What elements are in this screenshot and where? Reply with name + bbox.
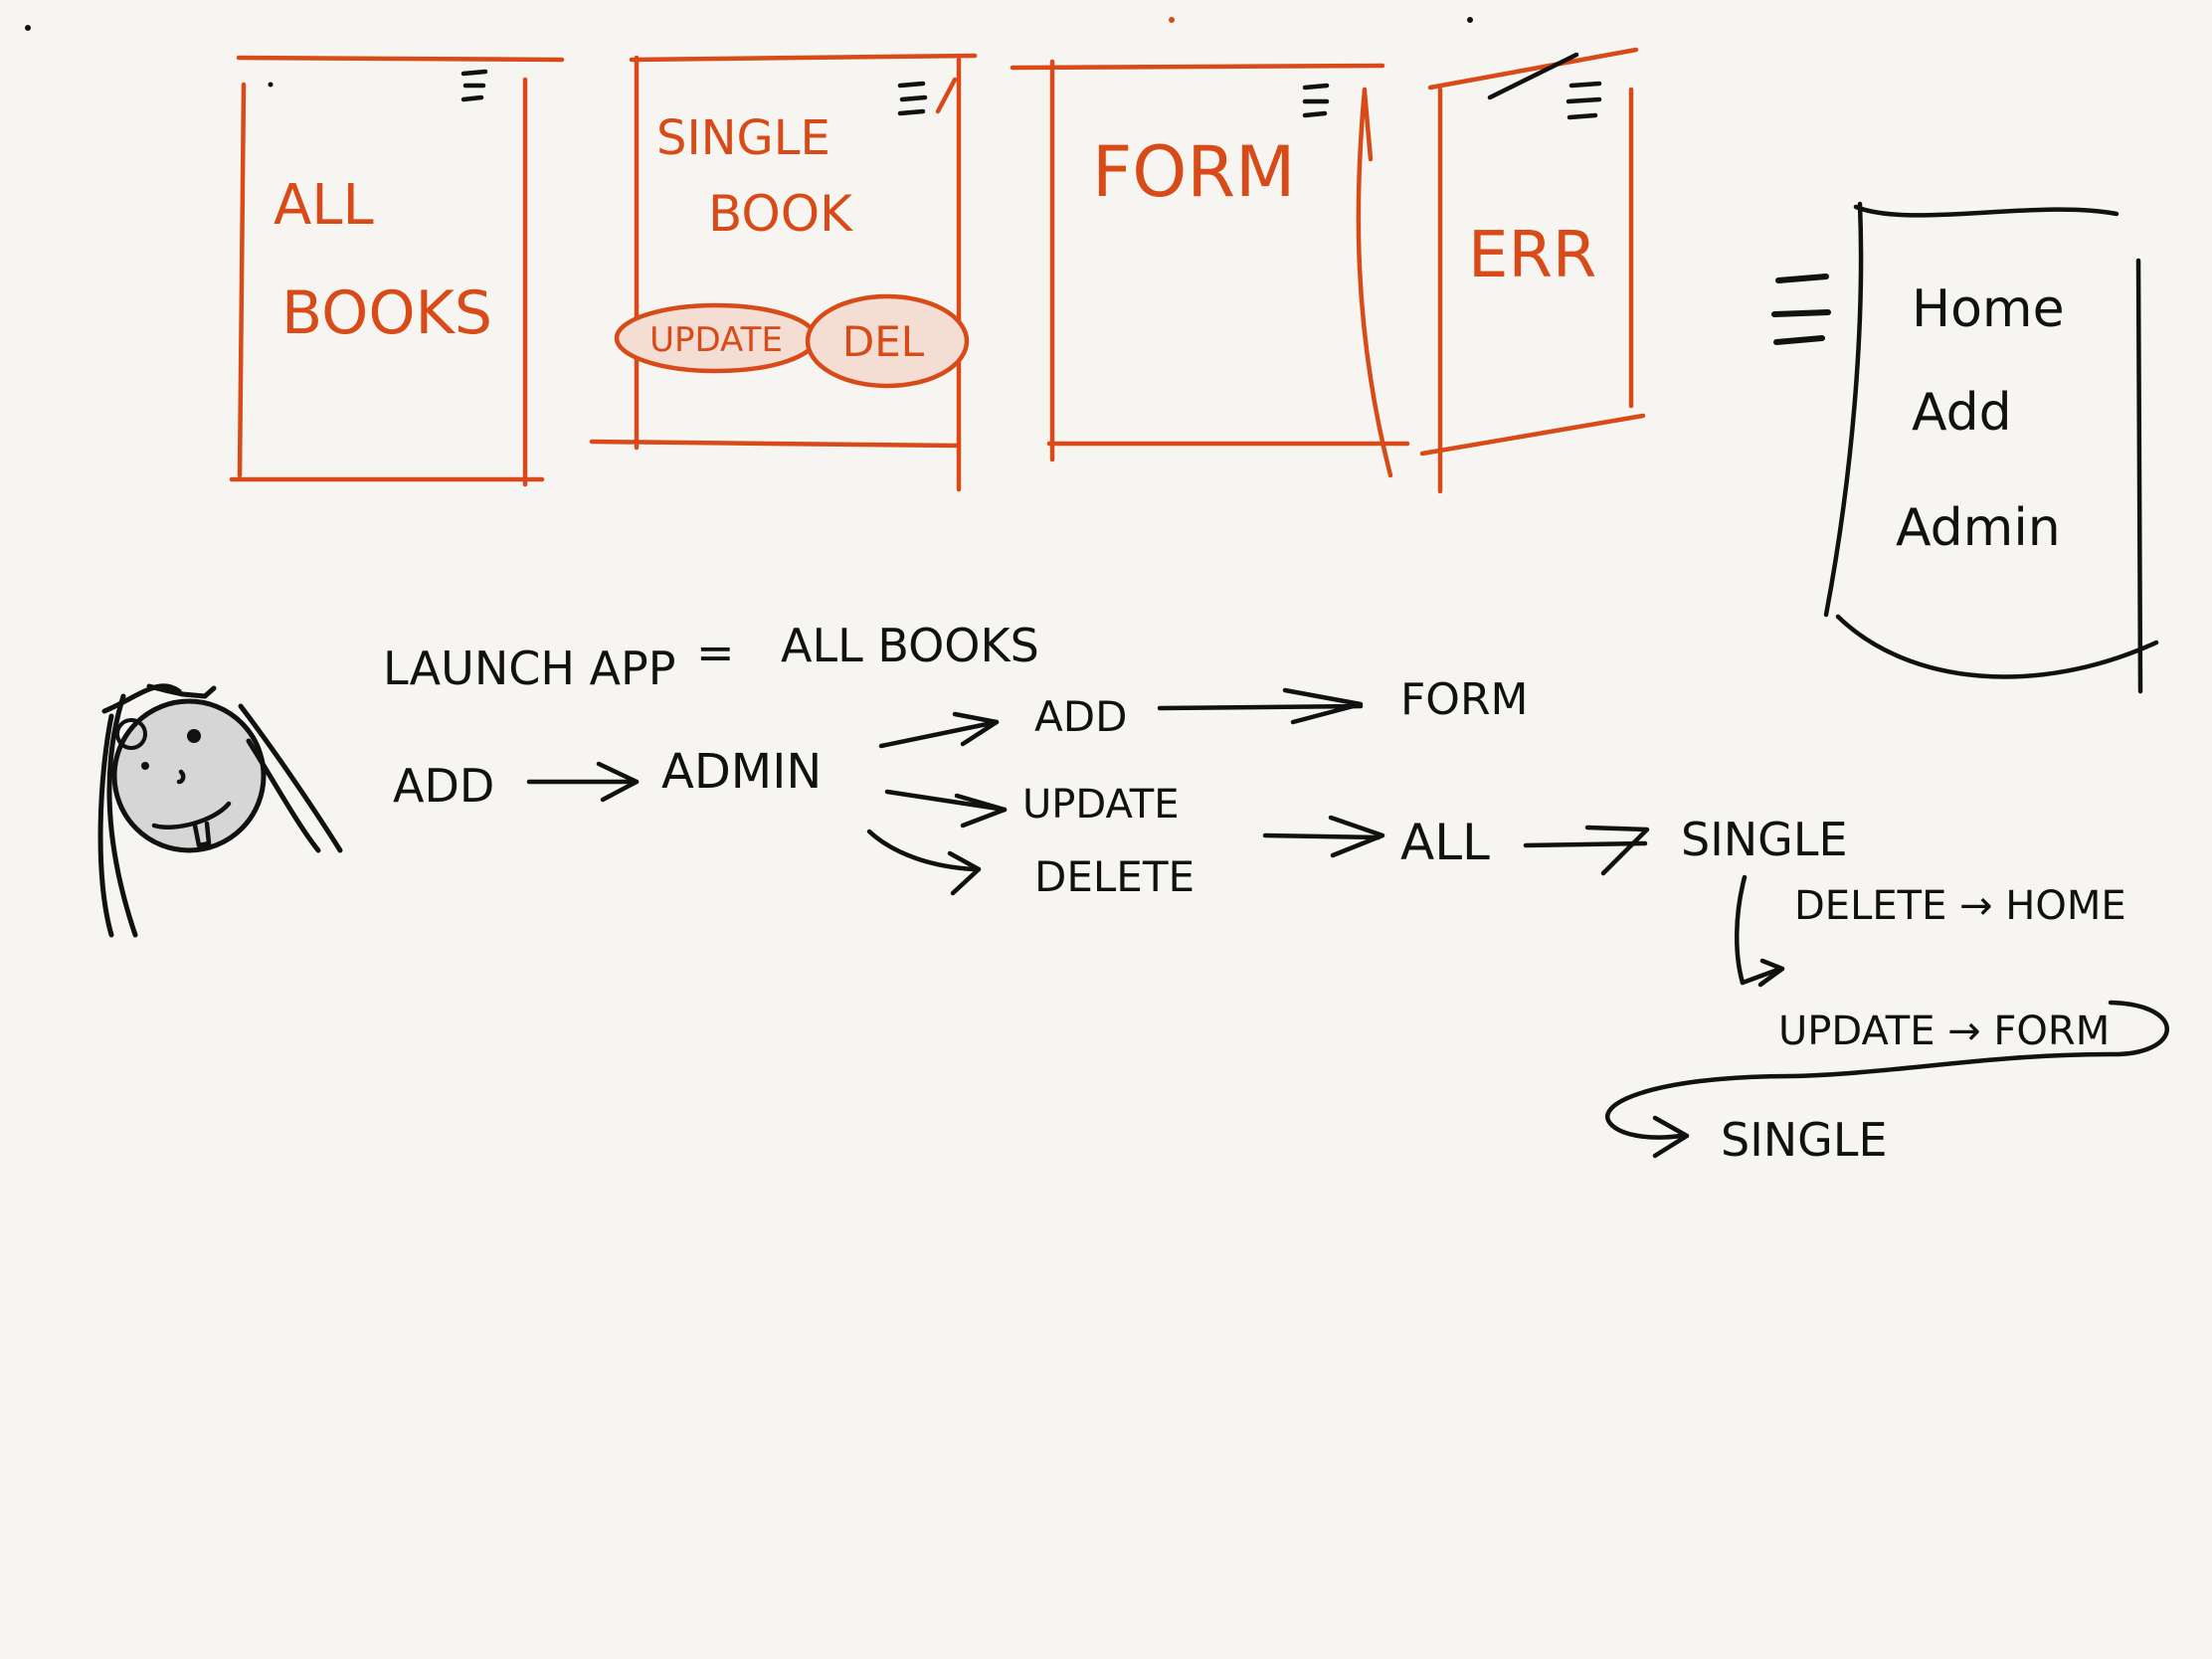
delete-button-label: DEL bbox=[842, 317, 925, 366]
flow-node-add-start: ADD bbox=[393, 759, 494, 813]
wireframe-error: ERR bbox=[1419, 47, 1646, 494]
flow-node-delete: DELETE bbox=[1034, 852, 1195, 901]
wireframe-single-book: SINGLE BOOK UPDATE DEL bbox=[589, 53, 978, 492]
flow-launch-app: LAUNCH APP bbox=[383, 642, 676, 695]
nav-menu-item-home: Home bbox=[1912, 279, 2065, 339]
hamburger-menu-icon bbox=[1302, 83, 1330, 118]
wireframe-title: ERR bbox=[1468, 219, 1596, 292]
flow-all-books: ALL BOOKS bbox=[781, 619, 1039, 672]
arrow-icon bbox=[1523, 825, 1650, 876]
nav-menu-item-add: Add bbox=[1912, 383, 2012, 443]
flow-node-admin: ADMIN bbox=[661, 744, 822, 800]
arrow-icon bbox=[1157, 687, 1364, 725]
flow-node-update: UPDATE bbox=[1022, 782, 1179, 828]
wireframe-all-books: ALL BOOKS bbox=[229, 55, 565, 487]
flow-node-single: SINGLE bbox=[1681, 813, 1848, 866]
flow-node-single-return: SINGLE bbox=[1721, 1113, 1888, 1167]
flow-equals: = bbox=[696, 626, 735, 679]
update-button[interactable]: UPDATE bbox=[614, 302, 819, 374]
nav-menu-sketch: Home Add Admin bbox=[1771, 201, 2159, 694]
wireframe-title-line2: BOOK bbox=[708, 185, 853, 243]
wireframe-title-line1: ALL bbox=[274, 173, 374, 238]
flow-node-all: ALL bbox=[1400, 814, 1490, 871]
delete-button[interactable]: DEL bbox=[805, 293, 970, 389]
flow-node-delete-home: DELETE → HOME bbox=[1794, 883, 2126, 929]
arrow-icon bbox=[526, 761, 640, 803]
hamburger-menu-icon bbox=[1566, 81, 1602, 120]
hamburger-menu-icon bbox=[897, 81, 928, 116]
wireframe-form: FORM bbox=[1010, 59, 1410, 478]
update-button-label: UPDATE bbox=[649, 320, 783, 360]
flow-node-add: ADD bbox=[1034, 692, 1127, 741]
wireframe-title-line2: BOOKS bbox=[281, 278, 492, 348]
doodle-face-icon bbox=[97, 683, 343, 938]
hamburger-menu-icon bbox=[1771, 274, 1831, 345]
branch-arrow-icon bbox=[1734, 874, 1785, 988]
hamburger-menu-icon bbox=[461, 69, 488, 102]
arrow-icon bbox=[1262, 815, 1385, 858]
arrow-icon bbox=[866, 829, 982, 896]
arrow-icon bbox=[878, 711, 1000, 749]
wireframe-title-line1: SINGLE bbox=[656, 110, 830, 166]
flow-node-update-form: UPDATE → FORM bbox=[1778, 1009, 2110, 1054]
arrow-icon bbox=[884, 789, 1008, 829]
flow-node-form: FORM bbox=[1400, 674, 1528, 725]
stray-dot bbox=[25, 25, 31, 31]
wireframe-title: FORM bbox=[1092, 131, 1295, 213]
stray-dot bbox=[1467, 17, 1473, 23]
nav-menu-item-admin: Admin bbox=[1896, 498, 2061, 558]
stray-dot bbox=[1169, 17, 1175, 23]
loop-arrow-icon bbox=[1605, 1000, 2169, 1159]
flow-diagram: LAUNCH APP = ALL BOOKS ADD ADMIN ADD FOR… bbox=[383, 619, 2169, 1167]
